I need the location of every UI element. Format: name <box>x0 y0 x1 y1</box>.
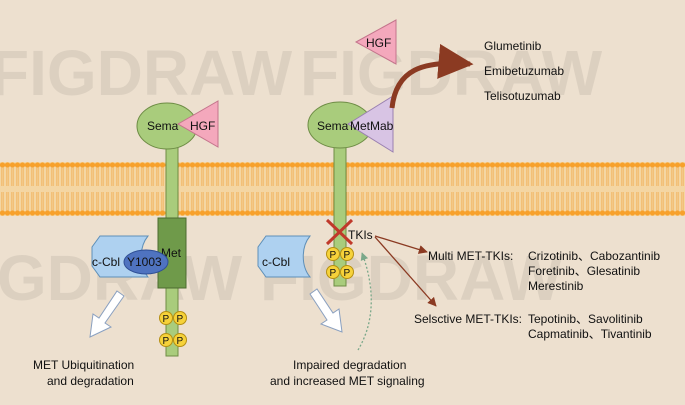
multi-tkis-line: Crizotinib、Cabozantinib <box>528 249 660 263</box>
phospho-circle <box>159 333 173 347</box>
phospho-label: P <box>344 250 351 261</box>
antibody-drug: Emibetuzumab <box>484 64 564 78</box>
metmab-antibody <box>347 95 394 153</box>
left-cbl-label: c-Cbl <box>92 255 120 269</box>
antibody-drug: Glumetinib <box>484 39 542 53</box>
phospho-circle <box>159 311 173 325</box>
right-met-receptor: HGF Sema MetMab TKIs P P P P c-Cbl <box>257 19 474 388</box>
phospho-circle <box>340 265 354 279</box>
left-y1003-label: Y1003 <box>127 255 162 269</box>
antibody-curve-arrow <box>389 43 474 109</box>
multi-tkis-label: Multi MET-TKIs: <box>428 249 513 263</box>
antibody-drug-list: Glumetinib Emibetuzumab Telisotuzumab <box>484 39 564 103</box>
left-y1003-site <box>123 249 169 275</box>
phospho-label: P <box>177 336 184 347</box>
multi-met-tkis-group: Multi MET-TKIs: Crizotinib、Cabozantinib … <box>428 249 660 293</box>
multi-tkis-line: Foretinib、Glesatinib <box>528 264 640 278</box>
left-sema-label: Sema <box>147 119 179 133</box>
tki-to-selective-arrow <box>374 236 437 307</box>
left-caption-line2: and degradation <box>47 374 134 388</box>
right-sema-label: Sema <box>317 119 349 133</box>
phospho-label: P <box>330 250 337 261</box>
right-cbl-label: c-Cbl <box>262 255 290 269</box>
phospho-circle <box>326 247 340 261</box>
right-cbl-protein <box>257 235 312 278</box>
left-hgf-ligand <box>176 100 219 148</box>
tki-to-multi-arrow <box>374 235 428 254</box>
left-kinase-domain <box>157 217 187 289</box>
right-phospho-group: P P P P <box>326 247 354 279</box>
left-hgf-label: HGF <box>190 119 215 133</box>
selective-met-tkis-group: Selsctive MET-TKIs: Tepotinib、Savolitini… <box>414 312 652 341</box>
left-met-receptor: Sema HGF Met c-Cbl Y1003 P P P P MET Ubi… <box>33 100 219 388</box>
right-caption-line2: and increased MET signaling <box>270 374 425 388</box>
selective-tkis-line: Tepotinib、Savolitinib <box>528 312 643 326</box>
phospho-circle <box>326 265 340 279</box>
metmab-label: MetMab <box>350 119 394 133</box>
antibody-drug: Telisotuzumab <box>484 89 561 103</box>
phospho-label: P <box>163 314 170 325</box>
phospho-label: P <box>177 314 184 325</box>
left-phospho-group: P P P P <box>159 311 187 347</box>
selective-tkis-label: Selsctive MET-TKIs: <box>414 312 522 326</box>
phospho-circle <box>340 247 354 261</box>
right-hgf-ligand <box>354 19 397 65</box>
watermark-text-1: FIGDRAW <box>0 37 293 109</box>
phospho-circle <box>173 333 187 347</box>
right-hgf-label: HGF <box>366 36 391 50</box>
phospho-label: P <box>163 336 170 347</box>
phospho-label: P <box>344 268 351 279</box>
right-caption-line1: Impaired degradation <box>293 358 406 372</box>
multi-tkis-line: Merestinib <box>528 279 584 293</box>
right-receptor-stalk <box>333 127 347 287</box>
dotted-signaling-arrow <box>357 252 372 351</box>
right-impaired-arrow <box>309 288 343 333</box>
phospho-label: P <box>330 268 337 279</box>
tki-cross-mark <box>325 218 354 246</box>
left-degradation-arrow <box>89 290 125 338</box>
tkis-label: TKIs <box>348 228 373 242</box>
selective-tkis-line: Capmatinib、Tivantinib <box>528 327 652 341</box>
left-caption-line1: MET Ubiquitination <box>33 358 134 372</box>
phospho-circle <box>173 311 187 325</box>
